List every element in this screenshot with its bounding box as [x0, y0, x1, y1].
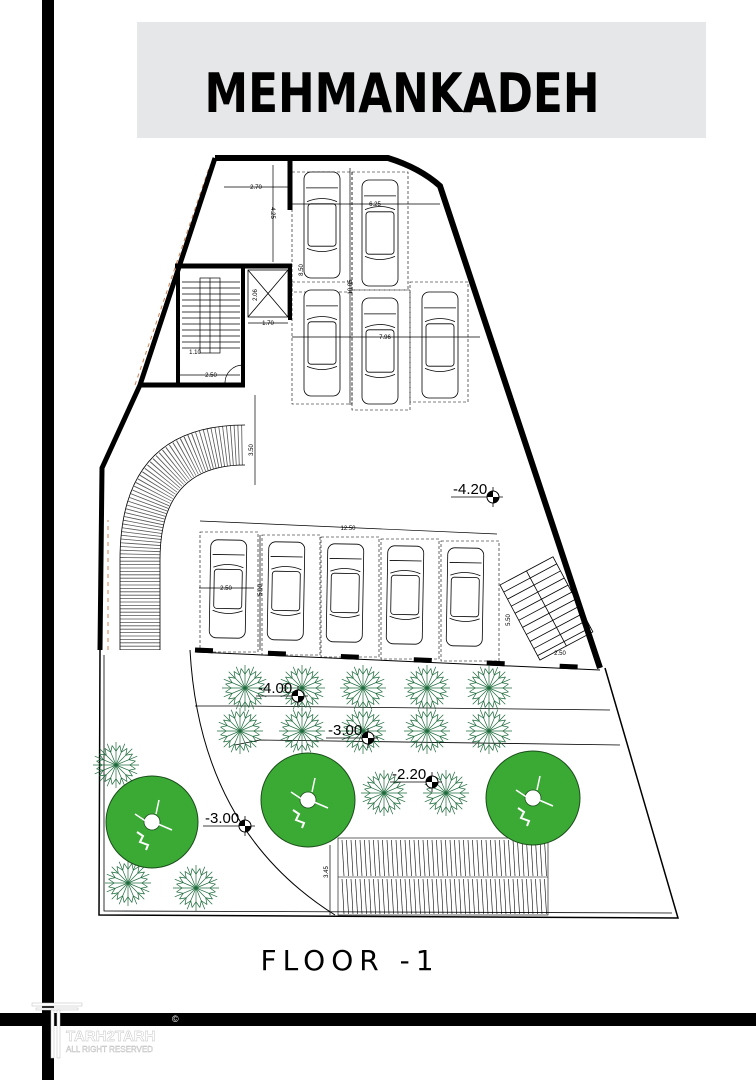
- tarh2tarh-logo: TARH2TARH ALL RIGHT RESERVED ©: [31, 1002, 179, 1059]
- shrub-icon: [361, 770, 407, 816]
- parking-area: [199, 171, 500, 662]
- shrub-icon: [404, 665, 450, 711]
- elevation-marker: -3.00: [326, 722, 378, 748]
- car: [445, 547, 485, 647]
- dim-label: 2.50: [205, 373, 217, 379]
- shrub-icon: [105, 860, 151, 906]
- elevation-marker: -2.20: [390, 766, 442, 792]
- dim-label: 4.25: [269, 207, 275, 219]
- dim-label: 1.70: [262, 321, 274, 327]
- car: [303, 171, 341, 279]
- elevation-label: -4.20: [453, 481, 487, 498]
- shrub-icon: [340, 665, 386, 711]
- parking-bay: [320, 536, 380, 658]
- landscaping: [93, 665, 581, 911]
- parking-bay: [261, 534, 321, 656]
- title-block: MEHMANKADEH: [137, 22, 706, 138]
- site-outline: [98, 164, 680, 919]
- elevation-markers: -4.20 -4.00 -3.00 -2.20 -3.00: [203, 481, 503, 836]
- shrub-icon: [466, 708, 512, 754]
- tree-icon: [260, 752, 356, 848]
- stair-core: [182, 277, 244, 384]
- dim-label: 2.70: [250, 185, 262, 191]
- elevator-shaft: [247, 269, 289, 318]
- dim-label: 2.06: [253, 289, 259, 301]
- elevation-marker: -4.00: [256, 680, 308, 706]
- car: [385, 545, 425, 645]
- dim-label: 10.85: [348, 279, 354, 295]
- tree-icon: [485, 750, 581, 846]
- dim-label: 6.25: [369, 202, 381, 208]
- shrub-icon: [173, 865, 219, 911]
- dim-label: 5.00: [258, 584, 264, 596]
- dim-label: 3.50: [249, 444, 255, 456]
- elevation-marker: -3.00: [203, 810, 255, 836]
- tree-icon: [105, 775, 199, 869]
- elevation-label: -3.00: [328, 722, 362, 739]
- title-background: [137, 22, 706, 138]
- frame-horizontal-bar: [0, 1013, 756, 1026]
- car: [325, 543, 365, 643]
- page-title: MEHMANKADEH: [205, 62, 600, 125]
- car: [303, 289, 341, 397]
- dim-label: 2.50: [554, 651, 566, 657]
- logo-rights: ALL RIGHT RESERVED: [66, 1045, 153, 1054]
- ramp: [119, 424, 246, 650]
- dim-label: 2.50: [220, 586, 232, 592]
- dim-label: 8.50: [299, 264, 305, 276]
- dim-label: 1.10: [189, 350, 201, 356]
- shrub-icon: [404, 708, 450, 754]
- elevation-label: -4.00: [258, 680, 292, 697]
- outdoor-parking-hatch: [337, 837, 549, 916]
- elevation-label: -2.20: [392, 766, 426, 783]
- shrub-icon: [279, 708, 325, 754]
- car: [361, 179, 399, 287]
- shrub-icon: [466, 665, 512, 711]
- shrub-icon: [222, 665, 268, 711]
- shrub-icon: [217, 708, 263, 754]
- exterior-wall: [215, 155, 603, 669]
- frame-vertical-bar: [42, 0, 54, 1080]
- secondary-stair: [499, 556, 594, 661]
- dim-label: 5.50: [506, 614, 512, 626]
- parking-bay: [409, 281, 469, 403]
- floor-label: FLOOR -1: [260, 944, 439, 977]
- elevation-marker: -4.20: [451, 481, 503, 507]
- shrub-icon: [93, 742, 139, 788]
- dimension-lines: [180, 165, 498, 915]
- dim-label: 7.96: [379, 335, 391, 341]
- car: [208, 539, 248, 639]
- dim-label: 3.45: [324, 866, 330, 878]
- logo-name: TARH2TARH: [66, 1028, 155, 1045]
- car: [421, 291, 459, 399]
- elevation-label: -3.00: [205, 810, 239, 827]
- parking-bay: [380, 538, 440, 660]
- dim-label: 12.50: [340, 526, 356, 532]
- exterior-wall-left: [97, 157, 218, 651]
- car: [266, 541, 306, 641]
- parking-bay: [440, 540, 500, 662]
- dimension-labels: 2.70 4.25 6.25 8.50 10.85 2.06 1.70 7.96…: [189, 185, 566, 878]
- parking-bay: [199, 531, 259, 653]
- copyright-symbol: ©: [172, 1014, 179, 1024]
- car: [361, 297, 399, 405]
